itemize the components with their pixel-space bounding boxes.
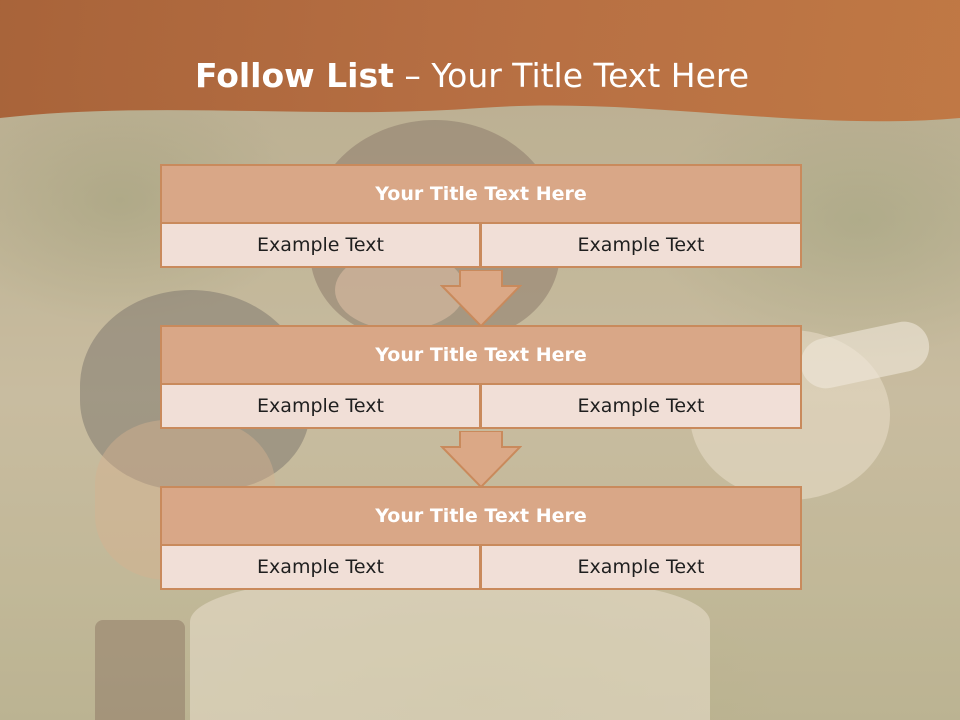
block-1-title: Your Title Text Here: [160, 164, 802, 224]
block-3-title: Your Title Text Here: [160, 486, 802, 546]
down-arrow-2: [440, 431, 522, 489]
down-arrow-1: [440, 270, 522, 328]
block-1-left-cell: Example Text: [160, 222, 481, 268]
header-band: Follow List – Your Title Text Here: [0, 0, 960, 140]
slide-title-rest: – Your Title Text Here: [393, 56, 750, 95]
block-3-right-cell: Example Text: [481, 544, 802, 590]
follow-block-1: Your Title Text Here Example Text Exampl…: [160, 164, 802, 270]
block-2-right-cell: Example Text: [481, 383, 802, 429]
slide-title-bold: Follow List: [194, 56, 394, 95]
block-2-title: Your Title Text Here: [160, 325, 802, 385]
photo-dogs-bodies: [190, 580, 710, 720]
block-1-right-cell: Example Text: [481, 222, 802, 268]
follow-block-3: Your Title Text Here Example Text Exampl…: [160, 486, 802, 592]
photo-boot: [95, 620, 185, 720]
follow-block-2: Your Title Text Here Example Text Exampl…: [160, 325, 802, 431]
block-2-left-cell: Example Text: [160, 383, 481, 429]
block-3-left-cell: Example Text: [160, 544, 481, 590]
header-wave-shape: [0, 0, 960, 122]
slide-title: Follow List – Your Title Text Here: [0, 56, 944, 96]
